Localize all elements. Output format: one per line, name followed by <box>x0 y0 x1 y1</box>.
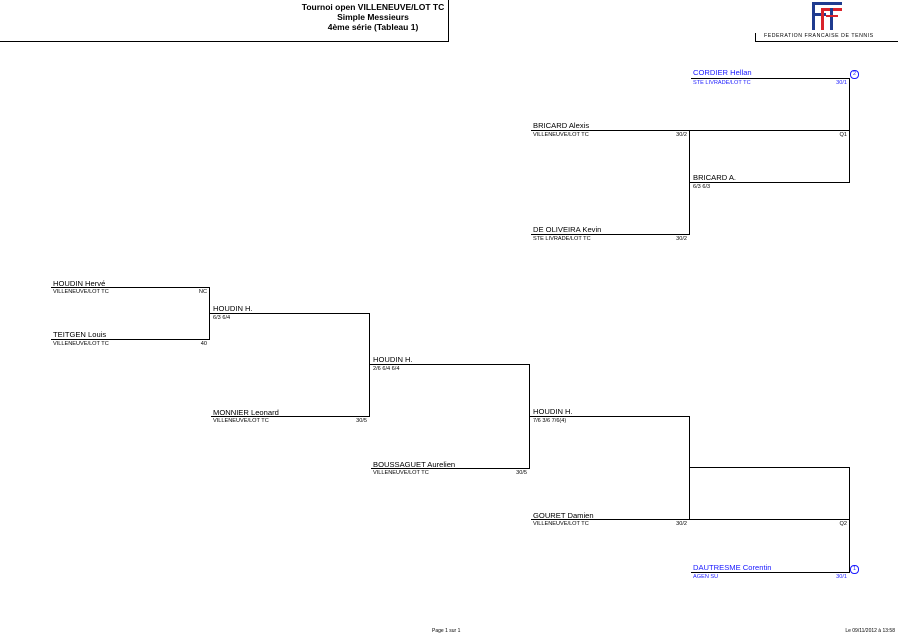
player-club: AGEN SU <box>693 574 719 580</box>
player-name: GOURET Damien <box>533 511 594 520</box>
match-score: 6/3 6/3 <box>693 184 711 190</box>
winner-name: HOUDIN H. <box>213 304 253 313</box>
bracket-line <box>531 234 690 235</box>
player-club: VILLENEUVE/LOT TC <box>53 289 109 295</box>
bracket-line <box>369 313 370 417</box>
report-header: Tournoi open VILLENEUVE/LOT TC Simple Me… <box>0 0 898 42</box>
page-counter: Page 1 sur 1 <box>432 628 461 634</box>
bracket-line <box>691 78 850 79</box>
winner-name: BRICARD A. <box>693 173 737 182</box>
player-name: DE OLIVEIRA Kevin <box>533 225 602 234</box>
bracket-line <box>849 78 850 183</box>
player-club: STE LIVRADE/LOT TC <box>533 236 591 242</box>
bracket-line <box>689 182 850 183</box>
bracket-line <box>51 339 210 340</box>
bracket-line <box>529 416 690 417</box>
match-score: 7/6 3/6 7/6(4) <box>533 418 567 424</box>
bracket-line <box>531 130 850 131</box>
bracket-line <box>689 416 690 520</box>
player-rank: 30/2 <box>676 521 687 527</box>
bracket-line <box>211 416 370 417</box>
player-name: MONNIER Leonard <box>213 408 279 417</box>
player-club: STE LIVRADE/LOT TC <box>693 80 751 86</box>
event-title: Simple Messieurs <box>337 12 409 22</box>
player-club: VILLENEUVE/LOT TC <box>533 132 589 138</box>
player-name: BOUSSAGUET Aurelien <box>373 460 456 469</box>
bracket-line <box>209 313 370 314</box>
seed-badge: 2 <box>850 70 859 79</box>
qualifier-label: Q2 <box>839 521 847 527</box>
qualifier-label: Q1 <box>839 132 847 138</box>
player-club: VILLENEUVE/LOT TC <box>213 418 269 424</box>
header-divider-right <box>755 33 756 42</box>
bracket-line <box>689 467 850 468</box>
player-club: VILLENEUVE/LOT TC <box>373 470 429 476</box>
player-name: HOUDIN Hervé <box>53 279 106 288</box>
player-name: BRICARD Alexis <box>533 121 590 130</box>
player-club: VILLENEUVE/LOT TC <box>53 341 109 347</box>
bracket-line <box>691 572 850 573</box>
player-name: TEITGEN Louis <box>53 330 107 339</box>
tournament-title: Tournoi open VILLENEUVE/LOT TC <box>301 2 445 12</box>
player-rank: 30/2 <box>676 236 687 242</box>
bracket-line <box>849 467 850 573</box>
bracket-line <box>369 364 530 365</box>
match-score: 6/3 6/4 <box>213 315 231 321</box>
print-date: Le 09/11/2012 à 13:58 <box>845 628 895 634</box>
winner-name: HOUDIN H. <box>533 407 573 416</box>
match-score: 2/6 6/4 6/4 <box>373 366 400 372</box>
player-rank: 30/5 <box>516 470 527 476</box>
player-rank: 30/1 <box>836 80 847 86</box>
player-rank: 30/5 <box>356 418 367 424</box>
seed-badge: 1 <box>850 565 859 574</box>
header-divider <box>448 0 449 42</box>
player-rank: 30/1 <box>836 574 847 580</box>
player-name: DAUTRESME Corentin <box>693 563 772 572</box>
winner-name: HOUDIN H. <box>373 355 413 364</box>
bracket-line <box>531 519 850 520</box>
player-club: VILLENEUVE/LOT TC <box>533 521 589 527</box>
header-rule-right <box>755 41 898 42</box>
fft-logo-icon <box>812 2 842 30</box>
player-rank: 40 <box>200 341 207 347</box>
player-rank: NC <box>198 289 207 295</box>
player-name: CORDIER Hellan <box>693 68 752 77</box>
player-rank: 30/2 <box>676 132 687 138</box>
bracket-line <box>51 287 210 288</box>
header-rule-left <box>0 41 448 42</box>
federation-caption: FEDERATION FRANCAISE DE TENNIS <box>764 33 874 39</box>
bracket-line <box>371 468 530 469</box>
draw-title: 4ème série (Tableau 1) <box>327 22 419 32</box>
